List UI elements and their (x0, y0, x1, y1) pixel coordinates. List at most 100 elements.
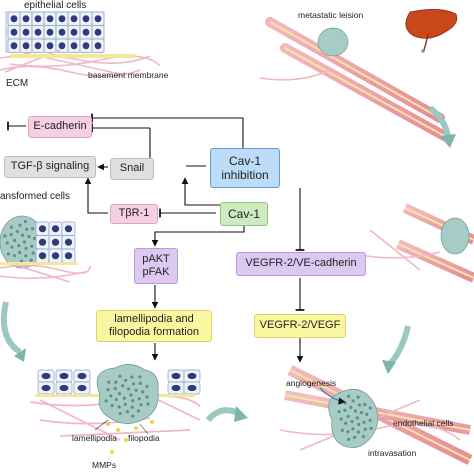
tumor-cell (365, 412, 369, 416)
tumor-cell (124, 378, 128, 382)
tumor-cell (362, 420, 366, 424)
tbr1-node: TβR-1 (110, 204, 158, 224)
tumor-cell (104, 399, 108, 403)
lamellipodia-formation-node: lamellipodia and filopodia formation (96, 310, 212, 342)
tumor-cell (118, 374, 122, 378)
tumor-cell (114, 380, 118, 384)
transformed-fibers (0, 261, 91, 283)
invasion-epithelial-cells (37, 369, 201, 395)
tumor-cell (117, 392, 121, 396)
tumor-cell (368, 406, 372, 410)
tumor-cell (30, 244, 34, 248)
liver-icon (405, 9, 458, 53)
cell-nucleus (187, 384, 197, 392)
cell-nucleus (58, 15, 66, 23)
tumor-cell (350, 420, 354, 424)
cell-nucleus (77, 384, 87, 392)
tumor-cell (131, 414, 135, 418)
intravasation-label: intravasation (368, 448, 417, 458)
tumor-cell (353, 409, 358, 413)
snail-node: Snail (110, 158, 154, 180)
pfak-label: pFAK (142, 266, 170, 278)
tumor-cell (349, 405, 353, 409)
cell-nucleus (70, 15, 78, 23)
cell-nucleus (46, 28, 54, 36)
cell-nucleus (46, 15, 54, 23)
right-fibers (259, 69, 441, 271)
cell-nucleus (70, 28, 78, 36)
cell-nucleus (70, 42, 78, 50)
tumor-cell (121, 384, 125, 388)
cell-nucleus (51, 225, 60, 233)
tumor-cell (347, 394, 351, 398)
cell-nucleus (171, 384, 181, 392)
pakt-label: pAKT (142, 252, 170, 265)
tumor-cell (18, 223, 22, 227)
tumor-cell (351, 427, 355, 431)
e-cadherin-node: E-cadherin (28, 116, 92, 138)
tumor-cell (343, 408, 347, 412)
tumor-cell (363, 427, 367, 431)
tumor-cell (9, 225, 14, 229)
tumor-cell (347, 437, 351, 442)
tumor-cell (355, 416, 359, 420)
cell-nucleus (51, 252, 60, 260)
tumor-cell (361, 434, 366, 439)
tumor-cell (12, 253, 17, 258)
tumor-cell (356, 430, 361, 434)
mmp-dots (106, 420, 154, 454)
cell-nucleus (10, 15, 18, 23)
ecm-label: ECM (6, 78, 29, 89)
cell-nucleus (187, 372, 197, 380)
angiogenesis-label: angiogenesis (286, 378, 337, 388)
tumor-cell (31, 251, 35, 255)
tumor-cell (123, 402, 127, 406)
cell-nucleus (82, 42, 90, 50)
cell-nucleus (171, 372, 181, 380)
tumor-cell (363, 402, 367, 407)
cell-nucleus (82, 28, 90, 36)
cell-nucleus (58, 28, 66, 36)
tumor-cell (125, 410, 130, 414)
tumor-cell (369, 426, 373, 431)
tumor-cell (346, 414, 350, 419)
epithelial-cell-layer (5, 11, 105, 53)
cell-nucleus (64, 238, 73, 246)
tumor-cell (10, 245, 14, 249)
tumor-cell (368, 418, 372, 422)
tumor-cell (24, 254, 28, 258)
tumor-cell (357, 403, 362, 407)
vegfr2-vegf-node: VEGFR-2/VEGF (254, 314, 346, 338)
tumor-cell (9, 232, 13, 237)
tumor-cell (117, 405, 121, 409)
tumor-cell (19, 259, 24, 263)
cell-nucleus (94, 42, 102, 50)
cell-nucleus (59, 372, 69, 380)
tumor-cell (106, 388, 110, 392)
cell-nucleus (34, 15, 42, 23)
endothelial-cells-label: endothelial cells (393, 418, 454, 428)
metastatic-lesion-label: metastatic leision (298, 10, 364, 20)
cell-nucleus (51, 238, 60, 246)
tumor-cell (145, 384, 149, 389)
cell-nucleus (94, 28, 102, 36)
tumor-cell (131, 398, 135, 403)
cell-nucleus (58, 42, 66, 50)
cell-nucleus (64, 252, 73, 260)
tumor-cell (20, 233, 25, 237)
tumor-cell (130, 375, 134, 379)
cell-nucleus (41, 372, 51, 380)
tumor-cell (6, 252, 11, 256)
cell-nucleus (59, 384, 69, 392)
tumor-cell (113, 386, 117, 391)
tumor-cell (3, 234, 7, 238)
tumor-cell (141, 390, 145, 394)
pakt-pfak-node: pAKT pFAK (134, 248, 178, 284)
tumor-cell (17, 243, 21, 248)
tumor-cell (131, 382, 136, 386)
cav1-node: Cav-1 (220, 202, 268, 226)
cell-nucleus (10, 28, 18, 36)
tumor-cell (346, 430, 350, 434)
transformed-membrane (0, 262, 78, 265)
